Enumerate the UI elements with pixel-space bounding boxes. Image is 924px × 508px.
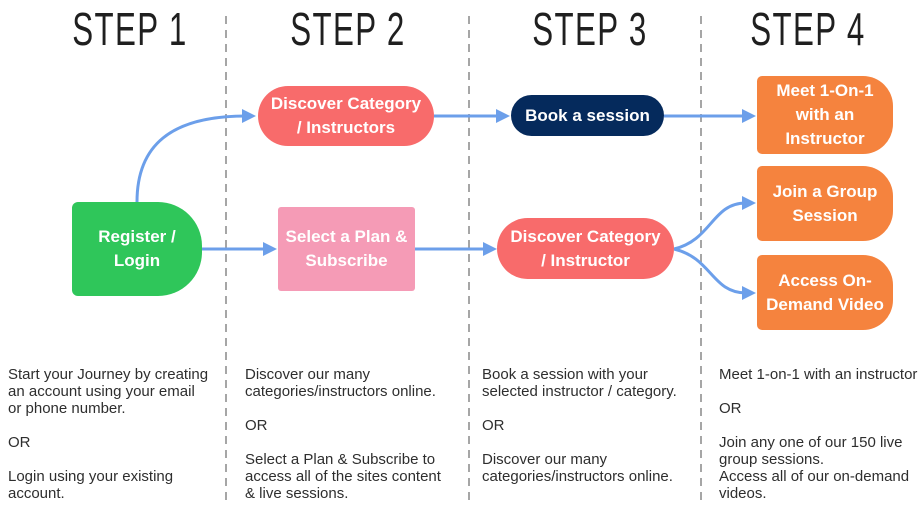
arrow-discover-category-to-join-group <box>673 196 756 251</box>
join-group-session-label: Join a Group Session <box>772 181 878 225</box>
step-3-description: Book a session with your selected instru… <box>482 366 677 485</box>
access-on-demand-video-node: Access On- Demand Video <box>757 255 893 330</box>
step-1-description: Start your Journey by creating an accoun… <box>8 366 209 502</box>
book-session-node: Book a session <box>511 95 664 136</box>
select-plan-subscribe-node: Select a Plan & Subscribe <box>278 207 415 291</box>
arrow-discover-category-to-on-demand <box>673 247 756 300</box>
step-3-title: STEP 3 <box>532 3 648 55</box>
step-2-description: Discover our many categories/instructors… <box>245 366 441 502</box>
discover-category-instructor-label: Discover Category / Instructor <box>510 226 661 270</box>
discover-category-instructors-node: Discover Category / Instructors <box>258 86 434 146</box>
access-on-demand-video-label: Access On- Demand Video <box>766 270 884 314</box>
join-group-session-node: Join a Group Session <box>757 166 893 241</box>
meet-1on1-instructor-label: Meet 1-On-1 with an Instructor <box>776 81 874 148</box>
discover-category-instructor-node: Discover Category / Instructor <box>497 218 674 279</box>
select-plan-subscribe-label: Select a Plan & Subscribe <box>285 227 408 270</box>
meet-1on1-instructor-node: Meet 1-On-1 with an Instructor <box>757 76 893 154</box>
discover-category-instructors-label: Discover Category / Instructors <box>270 94 422 137</box>
step-4-description: Meet 1-on-1 with an instructor OR Join a… <box>719 366 918 502</box>
step-2-title: STEP 2 <box>290 3 406 55</box>
register-login-node: Register / Login <box>72 202 202 296</box>
step-1-title: STEP 1 <box>72 3 188 55</box>
step-4-title: STEP 4 <box>750 3 866 55</box>
book-session-label: Book a session <box>525 105 650 125</box>
register-login-label: Register / Login <box>98 227 176 270</box>
arrow-register-to-discover-category <box>135 109 256 203</box>
